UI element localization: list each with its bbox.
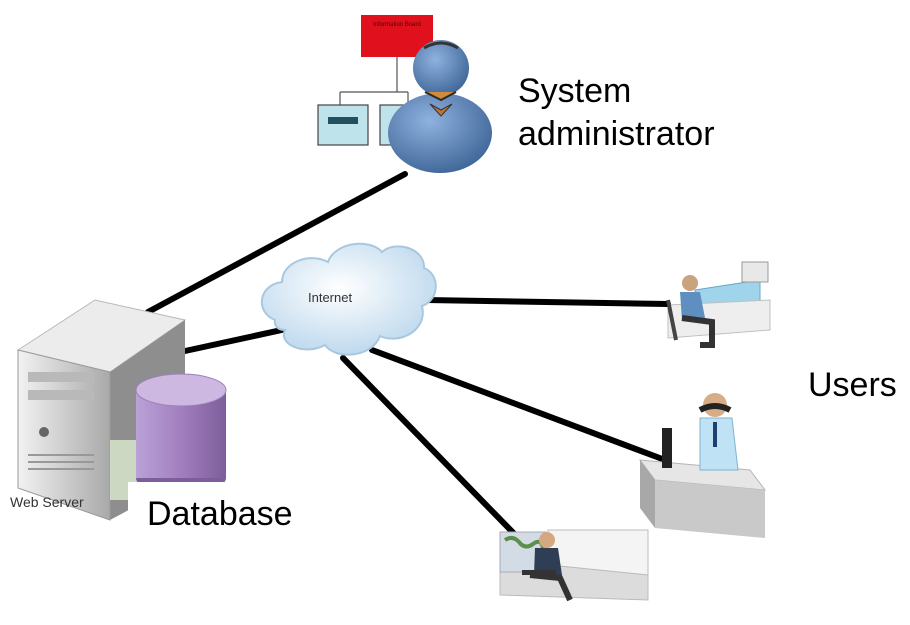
database-label: Database [147,495,293,533]
user-top-desk-icon [666,261,771,348]
user-bottom-sofa-icon [499,529,649,602]
web-server-label: Web Server [10,494,84,510]
system-administrator-icon [317,15,492,173]
users-label: Users [808,366,897,404]
org-chart-left-box [317,104,369,146]
admin-head [413,40,469,96]
user-middle-desk-icon [638,393,767,538]
internet-cloud-icon [260,242,437,356]
line-server-to-admin [145,171,408,315]
system-administrator-label: System administrator [518,70,715,156]
internet-label: Internet [308,290,353,305]
system-administrator-label-line2: administrator [518,115,715,153]
line-internet-to-user-bottom [340,355,531,551]
line-internet-to-user-top [423,297,671,307]
org-chart-connectors [339,57,409,105]
admin-body [388,93,492,173]
database-icon [135,373,227,494]
admin-chart-title-label: Information Board [373,22,421,28]
connections [145,171,671,551]
system-administrator-label-line1: System [518,72,632,110]
line-internet-to-user-middle [369,347,668,463]
database-label-backdrop [128,482,246,532]
